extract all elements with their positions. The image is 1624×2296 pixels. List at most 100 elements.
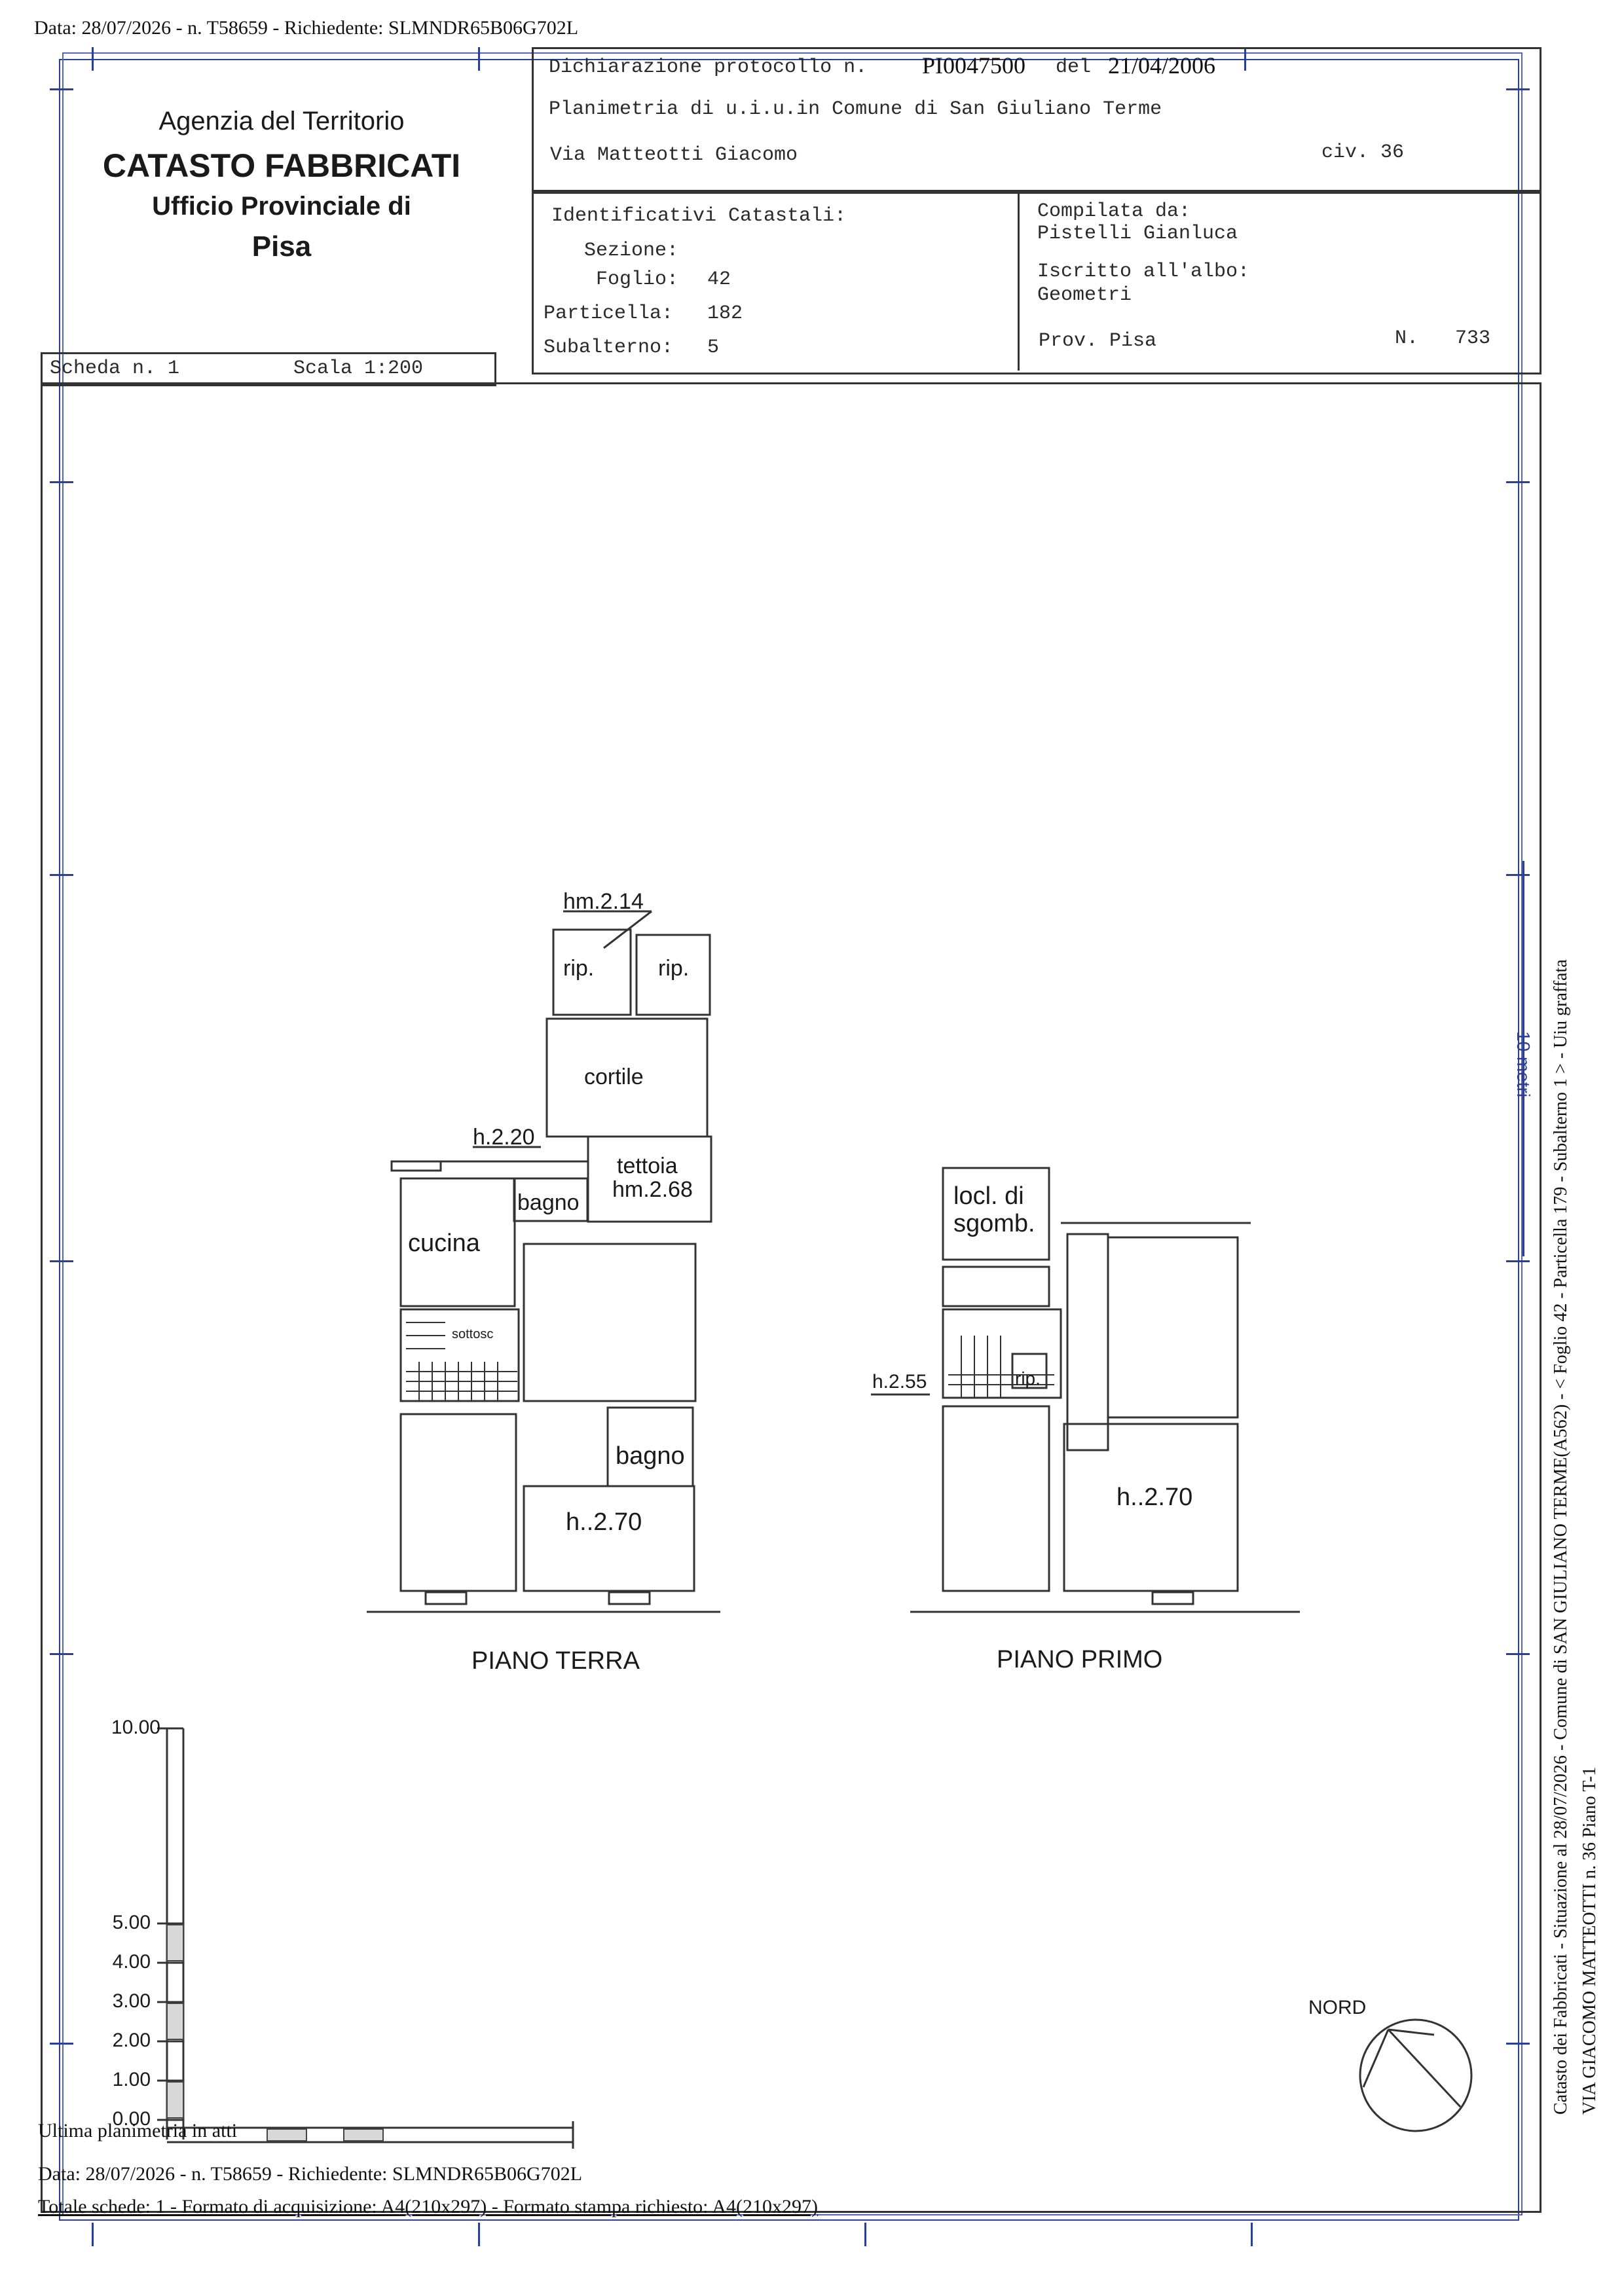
label-nord: NORD	[1308, 1997, 1367, 2018]
first-left-bottom-room	[942, 1405, 1050, 1592]
label-locl-2: sgomb.	[953, 1210, 1035, 1237]
frame-tick	[1506, 88, 1530, 90]
scale-label-0: 0.00	[112, 2108, 151, 2130]
frame-tick	[50, 88, 73, 90]
footer-totale-line: Totale schede: 1 - Formato di acquisizio…	[38, 2196, 818, 2217]
compiler-label: Compilata da:	[1037, 200, 1191, 223]
identifiers-divider	[1018, 190, 1020, 371]
first-corridor	[942, 1266, 1050, 1307]
label-rip-left: rip.	[563, 956, 595, 981]
scale-label-10: 10.00	[111, 1717, 160, 1738]
frame-tick	[50, 1653, 73, 1655]
first-window	[1151, 1591, 1194, 1605]
drawing-frame	[41, 382, 1541, 2213]
ground-window-2	[608, 1591, 651, 1605]
compiler-name: Pistelli Gianluca	[1037, 223, 1238, 245]
frame-tick	[1251, 2223, 1253, 2246]
ten-metre-bar	[1522, 861, 1524, 1256]
protocol-number: PI0047500	[922, 52, 1026, 79]
sezione-label: Sezione:	[584, 240, 679, 262]
ground-stairs	[399, 1308, 520, 1402]
outer-blue-frame-shadow	[62, 52, 1522, 2215]
frame-tick	[1244, 47, 1246, 71]
frame-tick	[478, 2223, 480, 2246]
declaration-date: 21/04/2006	[1108, 52, 1216, 79]
identifiers-title: Identificativi Catastali:	[551, 205, 847, 227]
registration-n-value: 733	[1455, 327, 1491, 350]
frame-tick	[478, 47, 480, 71]
scheda-box	[41, 352, 496, 386]
frame-tick	[50, 481, 73, 483]
frame-tick	[50, 874, 73, 876]
foglio-value: 42	[707, 268, 731, 291]
particella-label: Particella:	[544, 302, 674, 325]
cucina-room	[399, 1177, 516, 1307]
civic-number: civ. 36	[1321, 141, 1405, 164]
foglio-label: Foglio:	[596, 268, 679, 291]
label-hm214: hm.2.14	[563, 889, 644, 914]
rip-room-right	[635, 934, 711, 1016]
label-tettoia: tettoia	[617, 1154, 678, 1178]
label-h270-first: h..2.70	[1116, 1484, 1193, 1511]
frame-tick	[1506, 2043, 1530, 2045]
agency-catasto: CATASTO FABBRICATI	[102, 147, 461, 184]
label-rip-right: rip.	[658, 956, 690, 981]
frame-tick	[1506, 874, 1530, 876]
first-stairs	[942, 1308, 1062, 1399]
label-hm268: hm.2.68	[612, 1177, 693, 1202]
registration-n-label: N.	[1395, 327, 1419, 350]
outer-blue-frame	[59, 59, 1519, 2221]
label-bagno: bagno	[616, 1442, 685, 1470]
bagno-room	[606, 1406, 694, 1487]
frame-tick	[50, 1260, 73, 1262]
label-h220: h.2.20	[473, 1125, 535, 1150]
label-cucina: cucina	[408, 1230, 480, 1257]
scale-label-1: 1.00	[112, 2069, 151, 2090]
province: Prov. Pisa	[1039, 330, 1157, 352]
plan-line: Planimetria di u.i.u.in Comune di San Gi…	[549, 98, 1162, 120]
first-corridor-vertical	[1066, 1233, 1109, 1451]
label-bagno-small: bagno	[517, 1190, 580, 1215]
label-rip-first: rip.	[1015, 1368, 1041, 1389]
scale-label-2: 2.00	[112, 2030, 151, 2051]
side-address-text: VIA GIACOMO MATTEOTTI n. 36 Piano T-1	[1579, 1766, 1600, 2115]
rip-room-left	[552, 928, 632, 1016]
first-rip-room	[1011, 1353, 1048, 1389]
frame-tick	[1506, 1260, 1530, 1262]
frame-tick	[864, 2223, 866, 2246]
agency-office: Ufficio Provinciale di	[152, 192, 411, 221]
scale-label-5: 5.00	[112, 1912, 151, 1933]
address: Via Matteotti Giacomo	[550, 144, 798, 166]
declaration-box	[532, 47, 1541, 194]
header-request-line: Data: 28/07/2026 - n. T58659 - Richieden…	[34, 17, 579, 39]
ground-left-bedroom	[399, 1413, 517, 1592]
subalterno-label: Subalterno:	[544, 337, 674, 359]
label-cortile: cortile	[584, 1065, 644, 1089]
north-arrow-icon	[1359, 2018, 1473, 2132]
label-sottosc: sottosc	[452, 1327, 494, 1341]
frame-tick	[1506, 481, 1530, 483]
locl-sgomb-room	[942, 1167, 1050, 1261]
scale-label-3: 3.00	[112, 1990, 151, 2012]
label-piano-primo: PIANO PRIMO	[997, 1646, 1163, 1673]
frame-tick	[50, 2043, 73, 2045]
agency-province: Pisa	[251, 230, 312, 263]
subalterno-value: 5	[707, 337, 720, 359]
ground-window	[390, 1160, 442, 1172]
agency-name: Agenzia del Territorio	[158, 107, 405, 136]
albo-label: Iscritto all'albo:	[1037, 261, 1250, 283]
frame-tick	[92, 47, 94, 71]
date-label: del	[1056, 56, 1092, 79]
frame-tick	[92, 2223, 94, 2246]
identifiers-box	[532, 190, 1541, 374]
scale: Scala 1:200	[293, 357, 424, 380]
side-situation-text: Catasto dei Fabbricati - Situazione al 2…	[1551, 959, 1571, 2115]
footer-request-line: Data: 28/07/2026 - n. T58659 - Richieden…	[38, 2163, 583, 2185]
label-h255: h.2.55	[872, 1371, 927, 1393]
label-h270-ground: h..2.70	[566, 1508, 642, 1536]
first-right-bottom-room	[1063, 1423, 1239, 1592]
particella-value: 182	[707, 302, 743, 325]
